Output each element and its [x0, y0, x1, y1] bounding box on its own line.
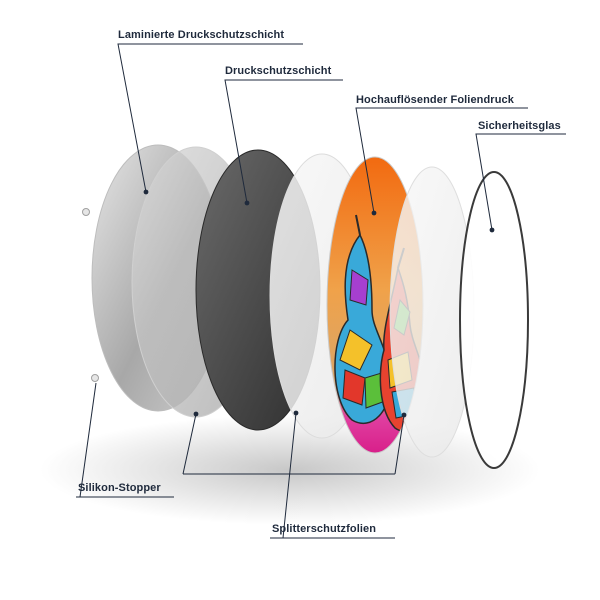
label-protective-layer: Druckschutzschicht — [225, 65, 332, 77]
leader-protective — [224, 79, 343, 204]
label-splinter-films: Splitterschutzfolien — [272, 523, 377, 535]
dot-laminated — [143, 189, 149, 195]
dot-glass — [489, 227, 495, 233]
silicone-stopper-bottom — [91, 374, 99, 382]
leader-print — [355, 107, 528, 214]
dot-splinter-3 — [401, 412, 407, 418]
safety-glass — [459, 171, 529, 469]
leader-glass — [475, 133, 566, 231]
leader-splinter-3 — [394, 414, 405, 475]
label-silicone-stopper: Silikon-Stopper — [78, 482, 161, 494]
label-safety-glass: Sicherheitsglas — [478, 120, 561, 132]
dot-splinter-1 — [193, 411, 199, 417]
dot-print — [371, 210, 377, 216]
dot-protective — [244, 200, 250, 206]
leader-stopper-up — [79, 382, 97, 498]
label-laminated-layer: Laminierte Druckschutzschicht — [118, 29, 285, 41]
silicone-stopper-top — [82, 208, 90, 216]
leader-splinter-1 — [182, 413, 197, 475]
leader-splinter-2 — [282, 412, 297, 539]
dot-splinter-2 — [293, 410, 299, 416]
label-print-layer: Hochauflösender Foliendruck — [356, 94, 514, 106]
leader-lines — [76, 43, 566, 539]
leader-laminated — [117, 43, 303, 193]
